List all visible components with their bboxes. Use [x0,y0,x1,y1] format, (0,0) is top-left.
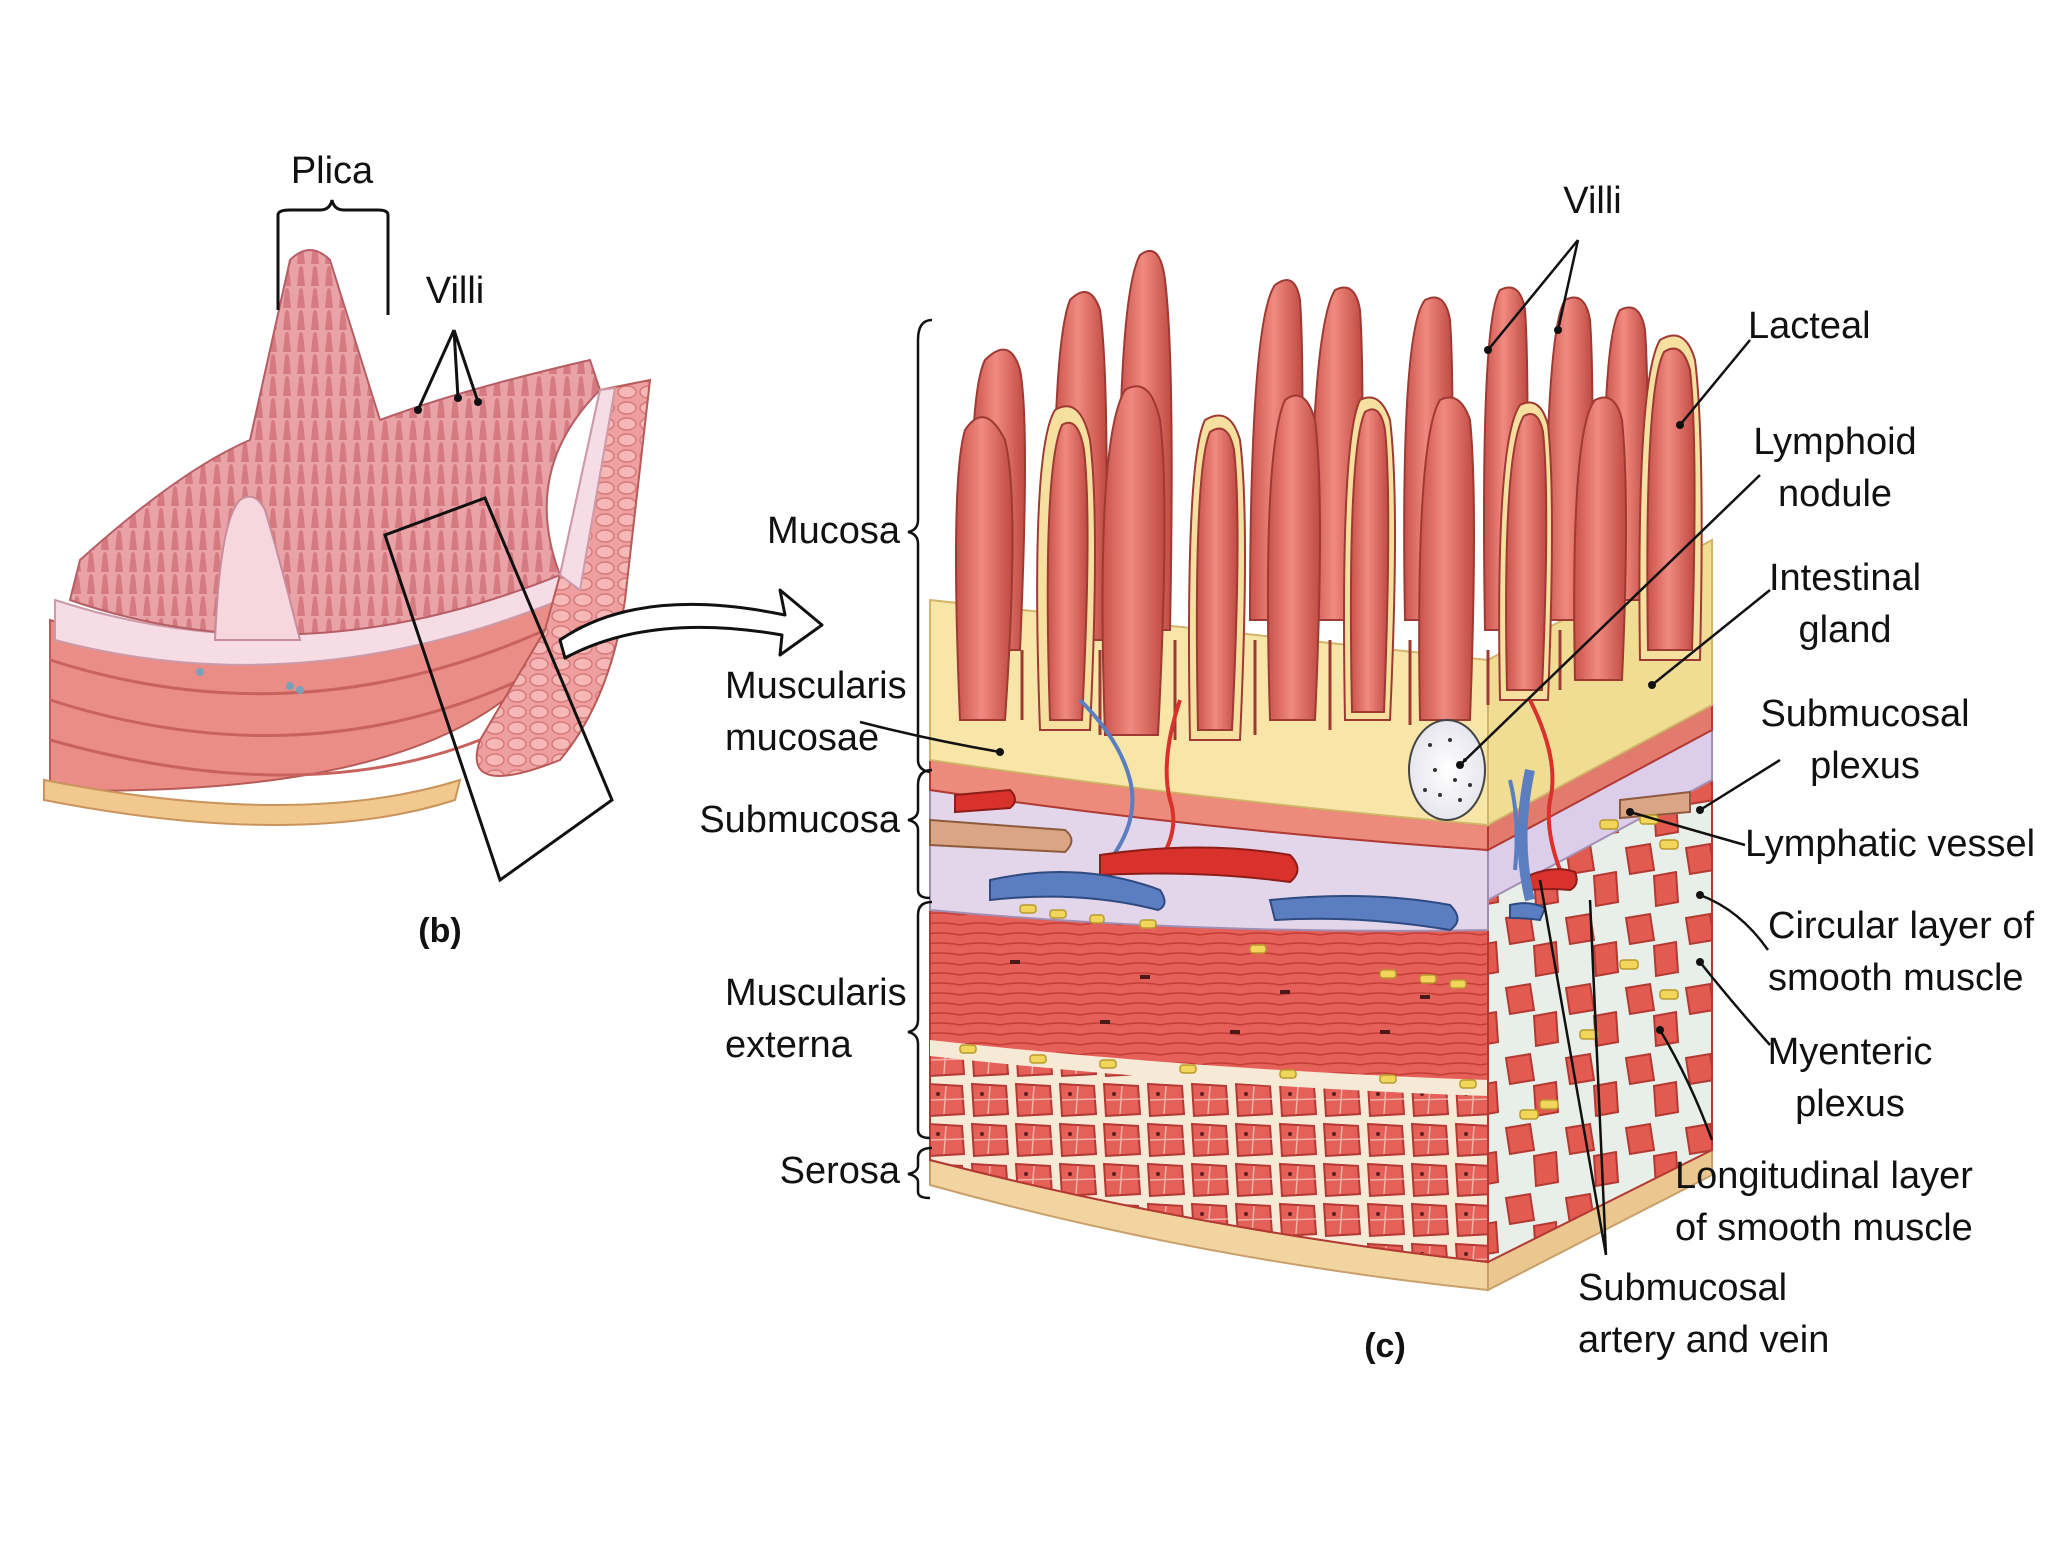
label-plica: Plica [290,150,374,192]
label-circular-layer-2: smooth muscle [1768,957,2024,999]
label-serosa: Serosa [779,1150,900,1192]
serosa-bracket [907,1146,933,1200]
label-mucosa: Mucosa [766,510,900,552]
label-lymphoid-nodule-2: nodule [1777,473,1893,515]
zoom-arrow [558,588,824,660]
panel-c-leader-lines [859,239,1781,1256]
label-longitudinal-layer-1: Longitudinal layer [1675,1155,1973,1197]
muscularis-externa-bracket [907,900,933,1140]
label-villi-b: Villi [425,270,485,312]
circular-layer-leader [1699,893,1770,951]
zoom-selection-box [383,496,614,883]
villi-leader [1487,239,1580,351]
panel-b-plica-core [213,495,302,641]
submucosal-artery-vein-leader [1538,879,1608,1256]
label-intestinal-gland-2: gland [1798,609,1892,651]
label-submucosa: Submucosa [699,799,900,841]
intestinal-gland-leader [1651,589,1771,686]
label-intestinal-gland-1: Intestinal [1768,557,1922,599]
label-submucosal-plexus-1: Submucosal [1760,693,1970,735]
panel-b-mucosa-surface [68,249,602,636]
mucosa-bracket [907,318,933,774]
mucosa-capillary-artery [1158,699,1182,862]
label-lymphatic-vessel: Lymphatic vessel [1745,823,2036,865]
panel-b-tag: (b) [418,912,462,950]
submucosal-plexus-leader [1699,758,1781,812]
submucosal-vessels [929,768,1691,932]
label-lymphoid-nodule-1: Lymphoid [1753,421,1917,463]
panel-b-serosa [43,778,462,826]
label-villi-c: Villi [1563,180,1622,222]
nerve-plexus [959,814,1679,1120]
label-longitudinal-layer-2: of smooth muscle [1675,1207,1973,1249]
plica-bracket [276,199,390,315]
label-muscularis-mucosae-2: mucosae [725,717,880,759]
panel-c-tag: (c) [1364,1327,1406,1365]
label-myenteric-plexus-1: Myenteric [1767,1031,1933,1073]
panel-b-illustration [43,199,824,883]
muscle-nuclei [1010,960,1430,1034]
myenteric-plexus-leader [1699,961,1771,1046]
muscularis-mucosae-leader [859,720,1001,754]
mucosa-capillary-vein [1078,698,1135,862]
label-lacteal: Lacteal [1748,305,1871,347]
submucosa-bracket [907,768,933,900]
lymphatic-vessel-leader [1629,810,1746,847]
label-submucosal-artery-vein-2: artery and vein [1578,1319,1830,1361]
panel-c-illustration [859,239,1781,1292]
label-circular-layer-1: Circular layer of [1768,905,2035,947]
label-submucosal-artery-vein-1: Submucosal [1578,1267,1788,1309]
longitudinal-layer-leader [1658,1029,1714,1141]
label-submucosal-plexus-2: plexus [1810,745,1920,787]
lymphoid-nodule-leader [1459,474,1761,766]
lymphoid-nodule [1408,719,1486,821]
villi-front-row [955,334,1703,741]
label-muscularis-externa-1: Muscularis [725,972,907,1014]
panel-b-villi-leaders [416,329,480,411]
lacteal-leader [1679,339,1751,426]
label-muscularis-externa-2: externa [725,1024,852,1066]
label-muscularis-mucosae-1: Muscularis [725,665,907,707]
label-myenteric-plexus-2: plexus [1795,1083,1905,1125]
panel-c-left-brackets [907,318,933,1200]
